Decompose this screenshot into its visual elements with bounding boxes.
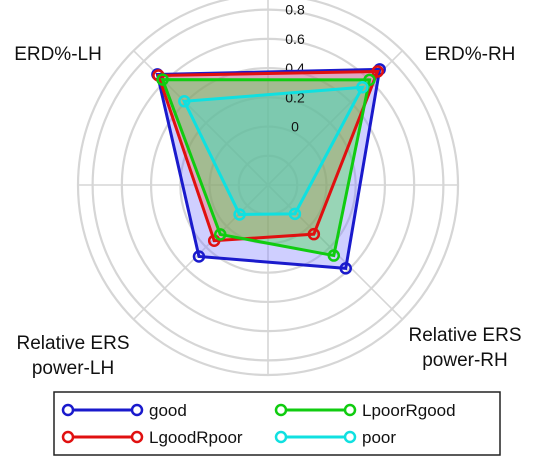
- data-point: [192, 250, 206, 263]
- data-point: [307, 227, 321, 241]
- data-point: [373, 63, 386, 76]
- data-point: [356, 80, 369, 94]
- axis-label-line: power-RH: [422, 350, 508, 371]
- data-point: [233, 208, 246, 221]
- legend-label: poor: [362, 428, 396, 447]
- data-point: [288, 207, 302, 221]
- axis-label-line: Relative ERS: [409, 325, 522, 346]
- legend-marker-left: [61, 430, 75, 444]
- r-tick-label: 0.8: [285, 2, 305, 18]
- axis-label-line: ERD%-LH: [14, 44, 102, 65]
- data-point: [214, 228, 227, 241]
- fill-d: [184, 87, 363, 215]
- polar-grid: [76, 0, 460, 377]
- legend-marker-right: [343, 403, 357, 417]
- series-line: [160, 78, 372, 258]
- legend-marker-left: [274, 430, 288, 444]
- legend-marker-right: [130, 403, 144, 417]
- data-point: [327, 249, 341, 262]
- series-line: [156, 69, 380, 243]
- legend-label: LpoorRgood: [362, 401, 456, 420]
- r-tick-label: 0: [291, 119, 299, 135]
- legend-box: [53, 391, 501, 456]
- legend-label: good: [149, 401, 187, 420]
- legend-label: LgoodRpoor: [149, 428, 243, 447]
- legend-marker-right: [343, 430, 357, 444]
- series-lines: [151, 63, 386, 275]
- axis-label-line: Relative ERS: [17, 333, 130, 354]
- fill-c: [162, 79, 370, 256]
- data-point: [156, 73, 169, 86]
- data-point: [363, 73, 376, 87]
- axis-label-erd-rh: ERD%-RH: [425, 44, 516, 65]
- series-line: [181, 85, 366, 216]
- data-point: [371, 65, 384, 78]
- axis-label-ers-lh: Relative ERS power-LH: [17, 333, 130, 379]
- data-point: [339, 262, 352, 275]
- fill-b: [158, 71, 378, 241]
- legend-marker-right: [130, 430, 144, 444]
- axis-label-line: ERD%-RH: [425, 44, 516, 65]
- legend-marker-left: [61, 403, 75, 417]
- r-tick-label: 0.6: [285, 31, 305, 47]
- data-point: [178, 95, 191, 108]
- axis-label-ers-rh: Relative ERS power-RH: [409, 325, 522, 371]
- axis-label-line: power-LH: [32, 358, 114, 379]
- legend-marker-left: [274, 403, 288, 417]
- axis-label-erd-lh: ERD%-LH: [14, 44, 102, 65]
